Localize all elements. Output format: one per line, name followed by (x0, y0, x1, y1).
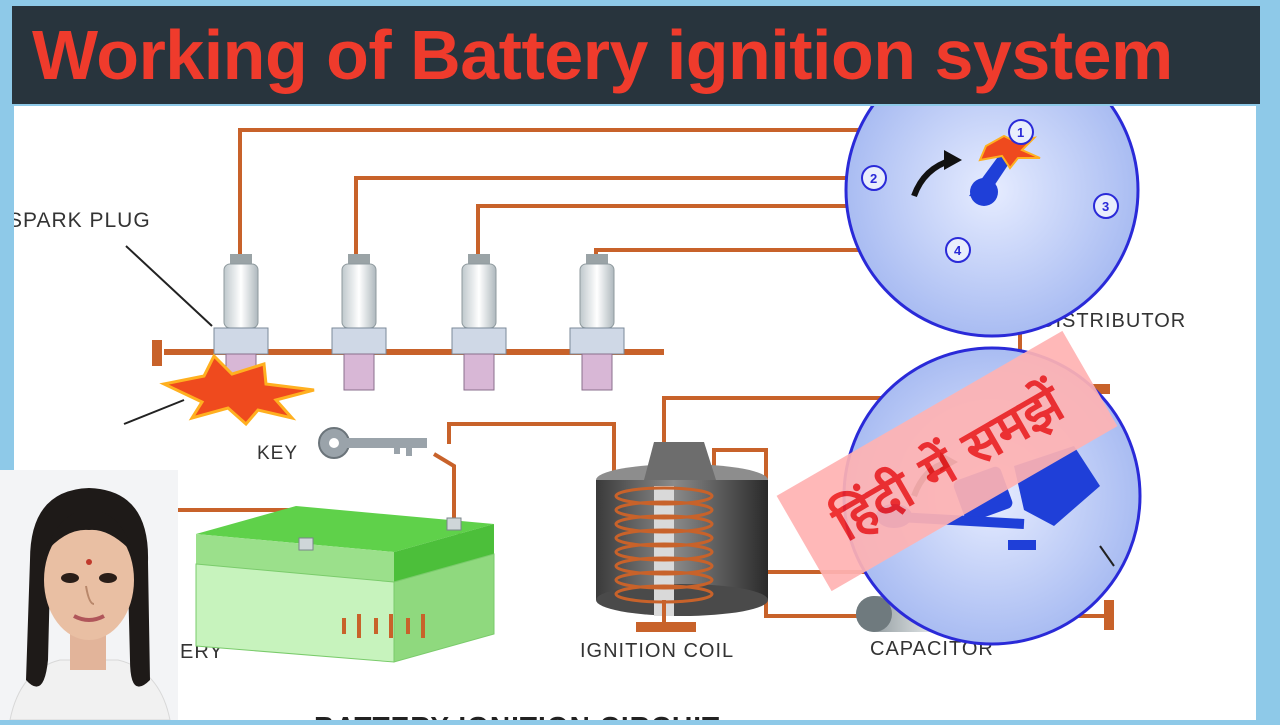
terminal-4: 4 (954, 243, 962, 258)
terminal-1: 1 (1017, 125, 1024, 140)
spark-plugs (213, 254, 625, 391)
spark-plug-4 (569, 254, 625, 391)
label-ignition-coil: IGNITION COIL (580, 640, 734, 662)
terminal-2: 2 (870, 171, 877, 186)
spark-plug-2 (331, 254, 387, 391)
label-spark-plug: SPARK PLUG (14, 209, 151, 232)
page-title: Working of Battery ignition system (32, 16, 1173, 94)
presenter-photo (0, 470, 178, 720)
battery (195, 506, 495, 663)
spark-plug-3 (451, 254, 507, 391)
key-icon (318, 427, 427, 459)
terminal-3: 3 (1102, 199, 1109, 214)
label-key: KEY (257, 443, 298, 464)
spark-leader (123, 399, 185, 425)
distributor-terminals: 1 2 3 4 (861, 119, 1119, 263)
title-bar: Working of Battery ignition system (12, 6, 1260, 104)
label-distributor: DISTRIBUTOR (1040, 310, 1186, 332)
label-capacitor: CAPACITOR (870, 638, 994, 660)
spark-burst (159, 353, 315, 427)
spark-plug-leader (125, 245, 213, 327)
diagram-canvas: SPARK PLUG DISTRIBUTOR KEY ERY IGNITION … (8, 42, 1256, 725)
distributor: 1 2 3 4 (844, 42, 1140, 338)
ignition-coil (596, 442, 768, 622)
circuit-caption: BATTERY IGNITION CIRCUIT (314, 711, 720, 720)
